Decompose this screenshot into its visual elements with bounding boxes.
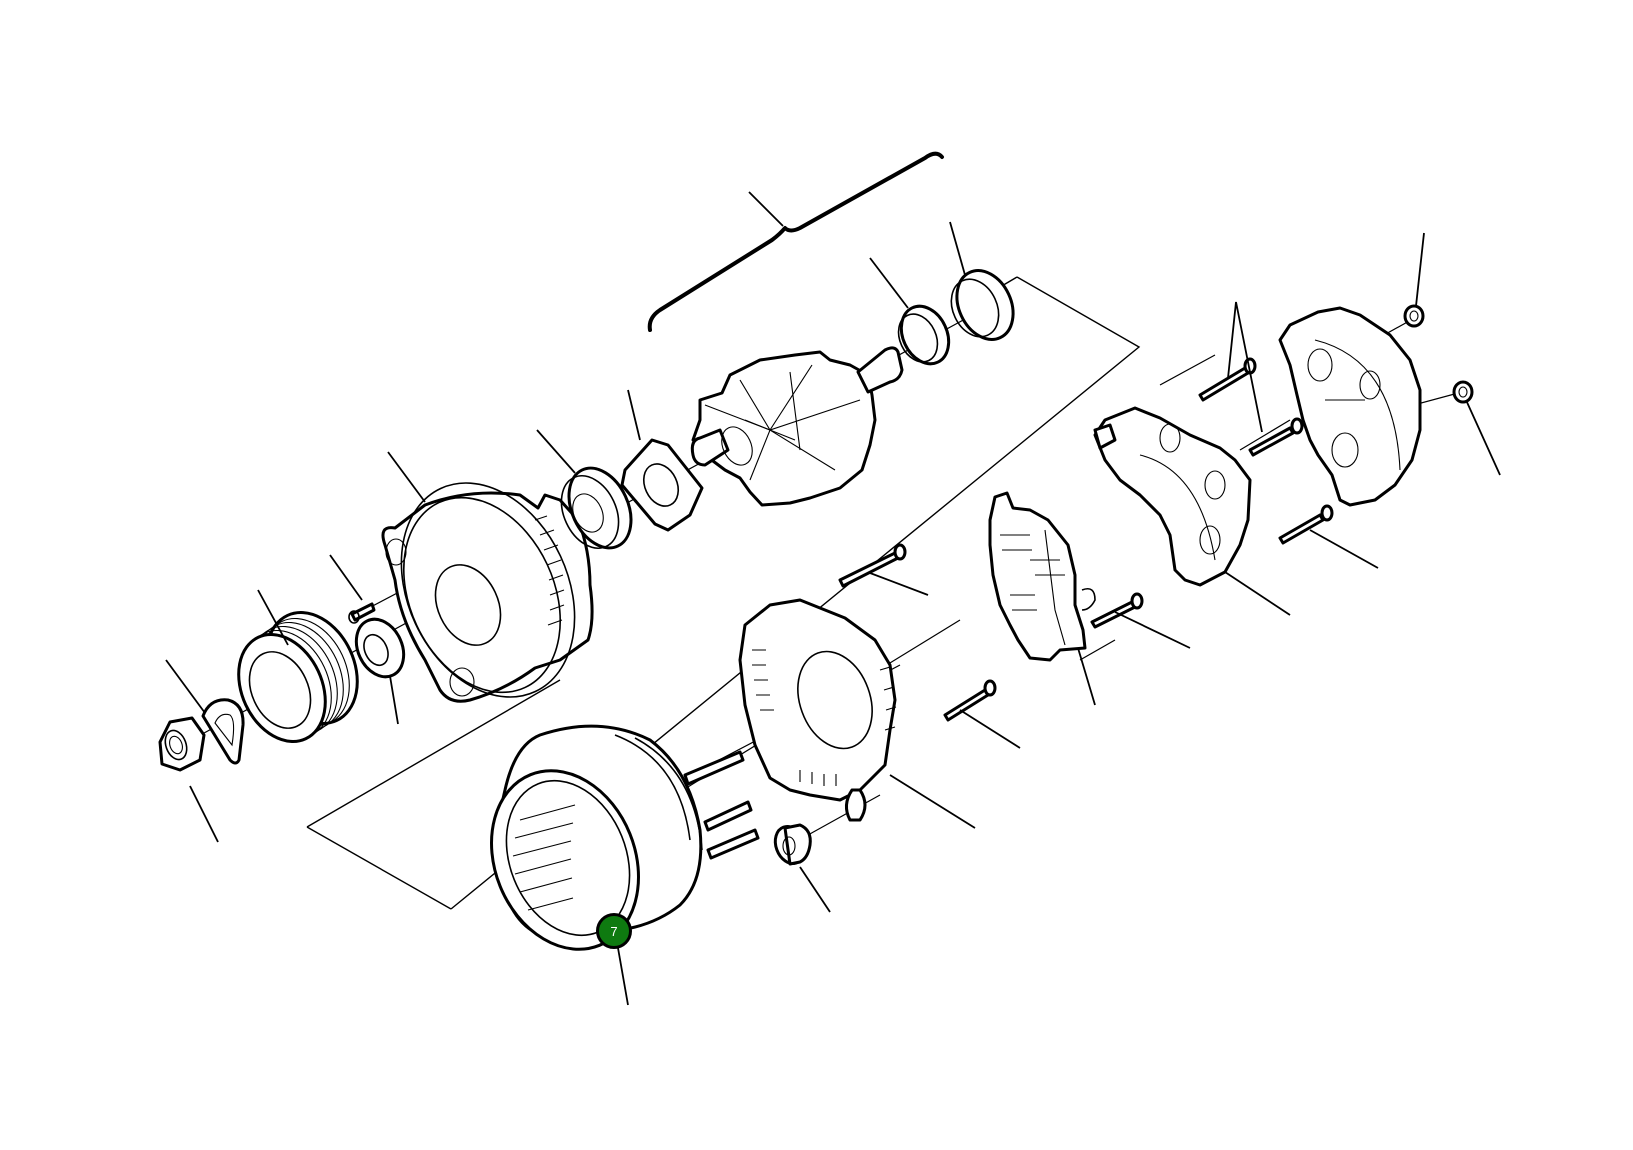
rear-cover[interactable]: [1278, 306, 1422, 507]
rotor-assembly-brace: [647, 151, 944, 332]
bearing-retainer[interactable]: [620, 389, 704, 532]
front-bearing[interactable]: [536, 429, 643, 558]
drive-end-housing[interactable]: [368, 451, 608, 725]
voltage-regulator[interactable]: [988, 491, 1191, 706]
housing-screw[interactable]: [329, 554, 376, 624]
hex-nut[interactable]: [158, 716, 219, 843]
bearing-cap[interactable]: [942, 221, 1023, 349]
rectifier[interactable]: [1093, 301, 1379, 616]
spacer-ring[interactable]: [347, 612, 412, 725]
rear-bearing[interactable]: [869, 257, 958, 371]
slip-ring-end-housing[interactable]: [738, 598, 976, 829]
pulley[interactable]: [222, 589, 374, 756]
callout-badge-7[interactable]: 7: [596, 913, 632, 949]
through-bolts[interactable]: [838, 543, 1021, 749]
rotor[interactable]: [690, 346, 904, 507]
lock-washer[interactable]: [165, 659, 245, 765]
callout-leader-7: [617, 947, 629, 1006]
bushing[interactable]: [770, 822, 831, 913]
stator[interactable]: [466, 724, 760, 971]
assembly-group-outline: [306, 276, 1141, 910]
callout-number: 7: [610, 923, 618, 939]
cover-nuts[interactable]: [1403, 232, 1501, 476]
